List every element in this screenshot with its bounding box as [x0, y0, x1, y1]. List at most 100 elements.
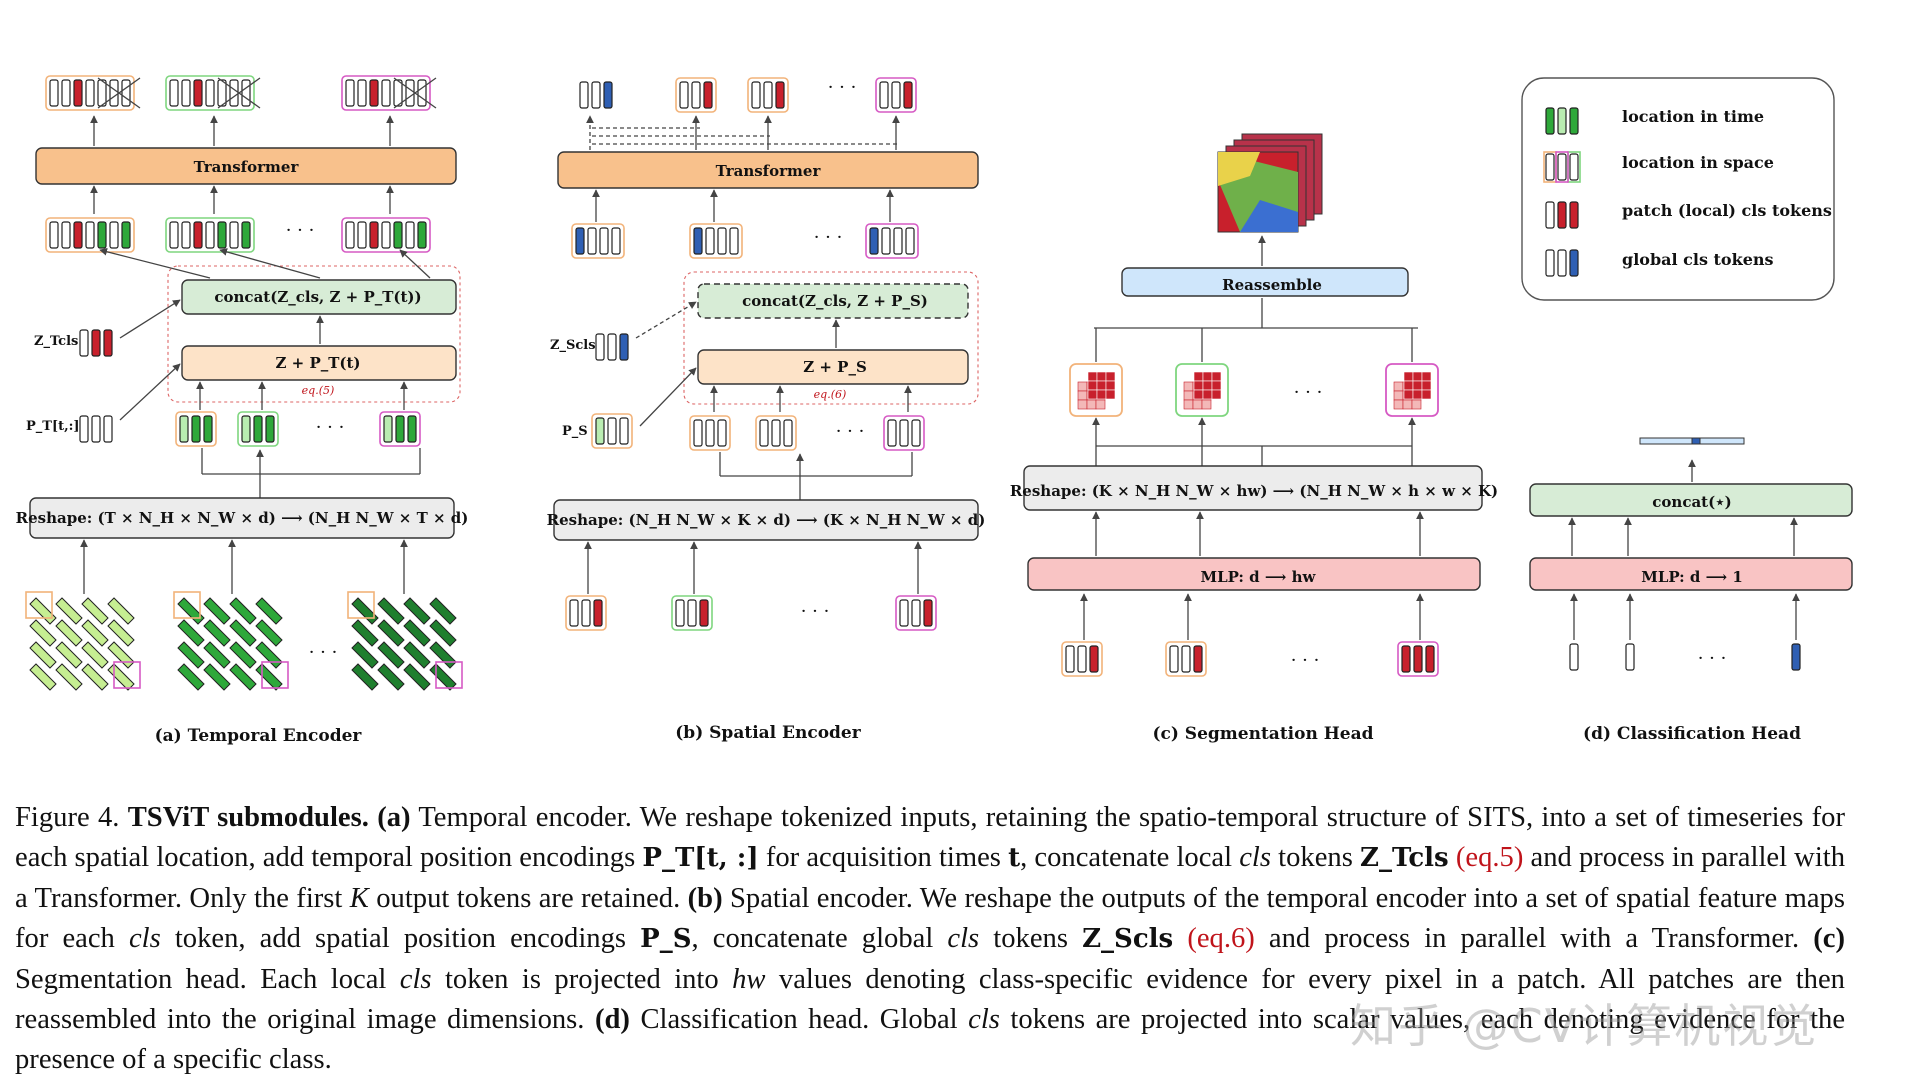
temporal-concat-out-arrow-c: [399, 249, 431, 279]
temporal-input-grid-3-patch: [403, 641, 431, 669]
spatial-output-group-token: [691, 81, 701, 109]
temporal-mid-group-token: [381, 221, 391, 249]
temporal-input-grid-3-patch: [377, 597, 405, 625]
temporal-input-grid-1-patch: [29, 663, 57, 691]
segmentation-patch-tile-cell: [1403, 380, 1414, 391]
temporal-p-label: P_T[t,:]: [26, 419, 80, 434]
caption-c-text1: Segmentation head. Each local: [15, 963, 387, 995]
caption-b-sym1: P_S: [640, 924, 692, 955]
spatial-mid-group-frame: [689, 223, 743, 259]
temporal-output-group-token: [97, 79, 107, 107]
caption-d-cls: cls: [968, 1004, 1000, 1036]
caption-c-label: (c): [1813, 923, 1845, 955]
caption-fig-label: Figure 4.: [15, 802, 120, 833]
spatial-concat-box: [697, 283, 969, 319]
legend-swatch-space-token: [1557, 153, 1567, 181]
temporal-mid-group-token: [97, 221, 107, 249]
spatial-mid-group-token: [575, 227, 585, 255]
caption-d-text1: Classification head. Global: [640, 1004, 958, 1036]
spatial-input-group-token: [569, 599, 579, 627]
temporal-mid-group-frame: [45, 217, 135, 253]
segmentation-patch-tile-cell: [1211, 389, 1222, 400]
caption-b-eq-ref[interactable]: (eq.6): [1187, 923, 1255, 955]
temporal-mid-group-token: [49, 221, 59, 249]
spatial-mid-group-frame: [571, 223, 625, 259]
temporal-mid-group-token: [205, 221, 215, 249]
temporal-transformer-label: Transformer: [194, 158, 300, 176]
spatial-mid-group-token: [693, 227, 703, 255]
caption-a-eq-ref[interactable]: (eq.5): [1455, 842, 1524, 874]
temporal-mid-group-token: [193, 221, 203, 249]
classification-caption: (d) Classification Head: [1583, 724, 1801, 744]
spatial-input-group-token: [581, 599, 591, 627]
temporal-input-grid-3-patch: [377, 619, 405, 647]
temporal-output-group-token: [345, 79, 355, 107]
spatial-input-group-token: [923, 599, 933, 627]
temporal-input-grid-2-frame-b: [261, 661, 289, 689]
temporal-input-grid-1-patch: [81, 663, 109, 691]
caption-c-text2: token is projected into: [444, 963, 719, 995]
segmentation-patch-tile-cell-back: [1411, 399, 1422, 410]
spatial-pos-group-token: [759, 419, 769, 447]
spatial-input-group-frame: [565, 595, 607, 631]
spatial-mid-group-token: [905, 227, 915, 255]
temporal-input-grid-1-frame-a: [25, 591, 53, 619]
temporal-input-grid-3-patch: [403, 597, 431, 625]
legend-label-time: location in time: [1622, 107, 1764, 126]
segmentation-patch-tile-cell-back: [1201, 399, 1212, 410]
temporal-output-group-token: [229, 79, 239, 107]
legend-swatch-space-token: [1545, 153, 1555, 181]
segmentation-patch-tile-cell: [1421, 371, 1432, 382]
temporal-mid-group-token: [345, 221, 355, 249]
segmentation-patch-tile-cell: [1105, 380, 1116, 391]
watermark: 知乎 @CV计算机视觉: [1350, 999, 1819, 1053]
temporal-pos-group-token: [395, 415, 405, 443]
legend-swatch-global-cls-token: [1545, 249, 1555, 277]
spatial-mid-group-token: [599, 227, 609, 255]
temporal-pos-group-token: [203, 415, 213, 443]
spatial-output-group-token: [775, 81, 785, 109]
temporal-input-grid-2-patch: [177, 641, 205, 669]
temporal-output-group-token: [85, 79, 95, 107]
temporal-input-grid-1-patch: [55, 663, 83, 691]
caption-fig-title: TSViT submodules.: [127, 802, 369, 833]
spatial-concat-label: concat(Z_cls, Z + P_S): [742, 292, 928, 310]
tsvit-figure: Transformer concat(Z_cls, Z + P_T(t)) Z …: [16, 75, 1853, 746]
segmentation-input-group-token: [1193, 645, 1203, 673]
segmentation-dots-1: · · ·: [1294, 382, 1323, 403]
temporal-output-group-token: [181, 79, 191, 107]
temporal-pos-group-frame: [379, 411, 421, 447]
classification-concat-box: [1529, 483, 1853, 517]
segmentation-patch-tile-cell-back: [1393, 381, 1404, 392]
temporal-input-grid-2-patch: [203, 641, 231, 669]
temporal-add-box: [181, 345, 457, 381]
spatial-ps-group-frame: [591, 413, 633, 449]
segmentation-input-group-frame: [1397, 641, 1439, 677]
segmentation-input-group-token: [1169, 645, 1179, 673]
spatial-output-group-token: [879, 81, 889, 109]
spatial-mid-group-token: [869, 227, 879, 255]
spatial-pos-group-token: [783, 419, 793, 447]
legend-swatch-global-cls-token: [1569, 249, 1579, 277]
temporal-output-group-frame: [341, 75, 431, 111]
temporal-input-grid-3-patch: [429, 597, 457, 625]
spatial-dots-1: · · ·: [828, 77, 857, 98]
spatial-output-group-frame: [747, 77, 789, 113]
segmentation-patch-tile-cell: [1421, 380, 1432, 391]
temporal-z-label: Z_Tcls: [34, 334, 78, 349]
spatial-mid-group-token: [881, 227, 891, 255]
temporal-pos-group-token: [241, 415, 251, 443]
classification-concat-label: concat(⋆): [1652, 493, 1731, 511]
classification-dots: · · ·: [1698, 648, 1727, 669]
caption-a-text6: output tokens are retained.: [376, 882, 681, 914]
segmentation-patch-tile-cell: [1202, 380, 1213, 391]
temporal-dots-2: · · ·: [316, 417, 345, 438]
segmentation-patch-tile-cell-back: [1192, 399, 1203, 410]
classification-mlp-label: MLP: d ⟶ 1: [1641, 568, 1743, 586]
legend-box: [1521, 77, 1835, 301]
spatial-add-box: [697, 349, 969, 385]
temporal-output-cross-b: [97, 77, 141, 109]
spatial-pos-group-frame: [755, 415, 797, 451]
temporal-mid-group-token: [405, 221, 415, 249]
temporal-input-grid-1-patch: [107, 663, 135, 691]
